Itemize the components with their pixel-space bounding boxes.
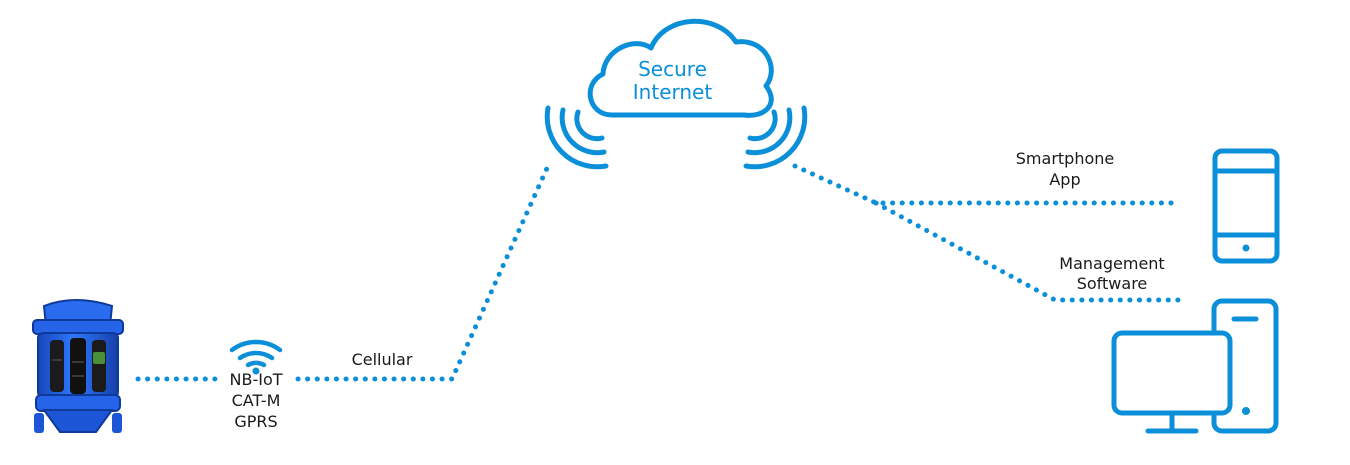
broadcast-right-icon: [743, 105, 808, 170]
cloud-label-line2: Internet: [632, 80, 713, 104]
management-label-line2: Software: [1076, 274, 1148, 293]
smartphone-label-line1: Smartphone: [1015, 149, 1115, 168]
link-cloud-to-smartphone: [792, 163, 1183, 206]
protocol-cat-m: CAT-M: [231, 391, 281, 410]
protocol-gprs: GPRS: [234, 412, 278, 431]
link-cellular-to-cloud: [295, 163, 551, 382]
valve-device-icon: [32, 299, 124, 433]
cellular-label: Cellular: [351, 350, 413, 369]
wifi-signal-icon: [229, 339, 283, 368]
cloud-icon: [587, 18, 774, 118]
management-label-line1: Management: [1059, 254, 1165, 273]
smartphone-icon: [1212, 148, 1280, 264]
link-cloud-to-management: [873, 200, 1183, 303]
broadcast-left-icon: [544, 105, 609, 170]
desktop-monitor-icon: [1111, 330, 1233, 434]
smartphone-label-line2: App: [1049, 170, 1081, 189]
protocol-nb-iot: NB-IoT: [229, 370, 283, 389]
cloud-label-line1: Secure: [638, 57, 707, 81]
wifi-dot-icon: [252, 367, 260, 375]
